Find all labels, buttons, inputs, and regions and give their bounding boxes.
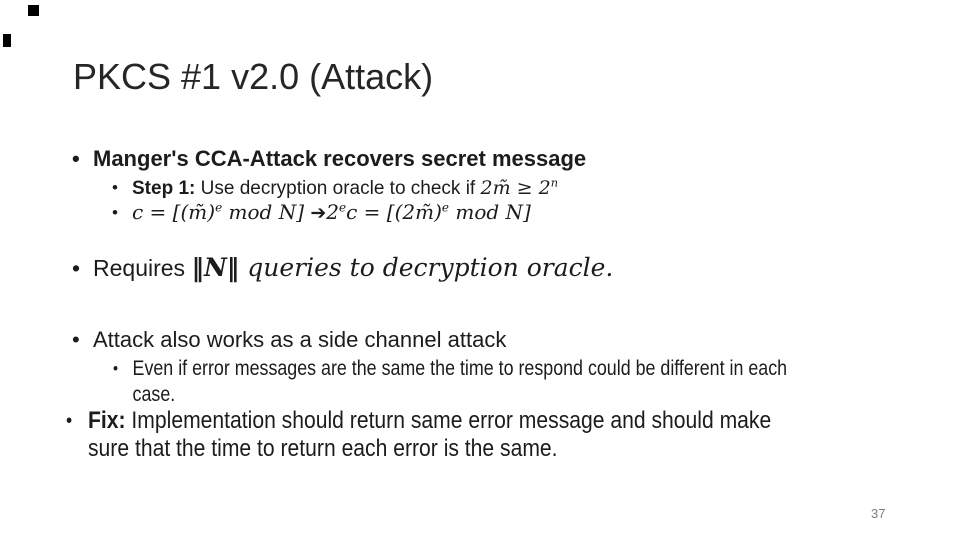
- bullet-icon: •: [113, 359, 119, 378]
- requires-pre: Requires: [93, 255, 192, 281]
- equation-text: c = [(m̃)e mod N] ➔2ec = [(2m̃)e mod N]: [132, 200, 531, 224]
- bullet-icon: •: [66, 410, 73, 432]
- right-arrow-icon: ➔: [310, 202, 327, 224]
- bullet-step1-text: Step 1: Use decryption oracle to check i…: [132, 176, 558, 201]
- bullet-requires-text: Requires ‖N‖ queries to decryption oracl…: [93, 253, 613, 283]
- scan-artifact-top: [28, 5, 39, 16]
- bullet-fix: • Fix: Implementation should return same…: [66, 407, 771, 463]
- bullet-icon: •: [72, 255, 81, 281]
- step1-math: 2m̃ ≥ 2n: [480, 175, 559, 199]
- bullet-side-channel: • Attack also works as a side channel at…: [72, 327, 506, 353]
- fix-line2: sure that the time to return each error …: [88, 435, 558, 462]
- bullet-equation: • c = [(m̃)e mod N] ➔2ec = [(2m̃)e mod N…: [112, 199, 531, 227]
- step1-body: Use decryption oracle to check if: [195, 178, 481, 199]
- fix-line1: Fix: Implementation should return same e…: [88, 407, 772, 434]
- bullet-icon: •: [72, 146, 80, 171]
- slide-title: PKCS #1 v2.0 (Attack): [73, 56, 434, 97]
- norm-of-n: ‖N‖: [191, 253, 240, 282]
- bullet-icon: •: [112, 203, 118, 222]
- fix-label: Fix:: [88, 407, 126, 434]
- bullet-step1: • Step 1: Use decryption oracle to check…: [112, 176, 558, 201]
- bullet-requires: • Requires ‖N‖ queries to decryption ora…: [72, 253, 613, 283]
- bullet-side-channel-text: Attack also works as a side channel atta…: [93, 327, 507, 352]
- bullet-manger-text: Manger's CCA-Attack recovers secret mess…: [93, 146, 587, 171]
- bullet-icon: •: [112, 178, 118, 197]
- step1-label: Step 1:: [132, 178, 196, 199]
- bullet-even-if-text: Even if error messages are the same the …: [133, 356, 788, 408]
- bullet-icon: •: [72, 327, 80, 352]
- bullet-even-if: • Even if error messages are the same th…: [113, 356, 787, 408]
- even-if-line2: case.: [132, 383, 176, 406]
- bullet-fix-text: Fix: Implementation should return same e…: [88, 407, 771, 463]
- even-if-line1: Even if error messages are the same the …: [132, 357, 788, 380]
- requires-math: queries to decryption oracle.: [239, 253, 614, 282]
- scan-artifact-left: [3, 34, 11, 47]
- page-number: 37: [871, 506, 886, 521]
- bullet-manger-attack: • Manger's CCA-Attack recovers secret me…: [72, 146, 586, 172]
